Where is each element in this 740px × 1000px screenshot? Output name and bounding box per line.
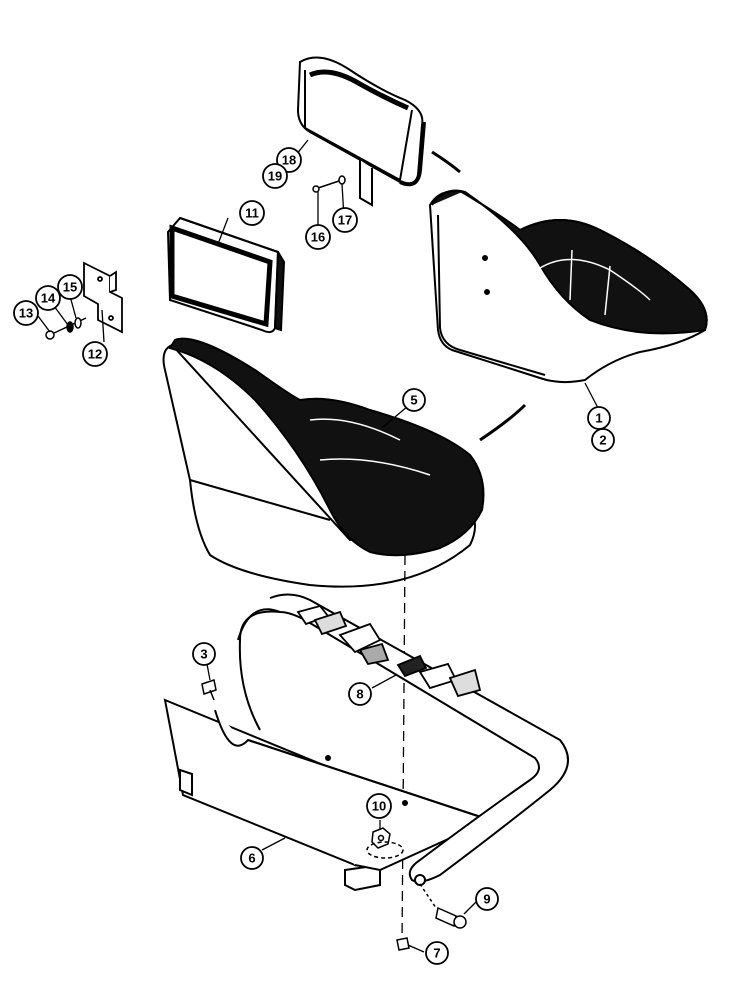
callout-16: 16 (305, 224, 331, 250)
seat-base (163, 593, 569, 892)
bracket-hardware (45, 317, 87, 340)
bolt-9 (419, 883, 467, 929)
callout-9-label: 9 (483, 892, 490, 907)
callout-14-label: 14 (41, 291, 56, 306)
rotation-arc-upper (431, 150, 461, 174)
callout-18-label: 18 (282, 153, 296, 168)
callout-10-label: 10 (372, 799, 386, 814)
callout-10: 10 (366, 793, 392, 819)
nut-10 (366, 827, 404, 859)
callout-5: 5 (402, 388, 426, 412)
alignment-line (401, 554, 406, 946)
standard-seat (162, 337, 485, 588)
deluxe-seat (428, 189, 708, 384)
callout-12: 12 (82, 341, 108, 367)
callout-5-label: 5 (410, 393, 417, 408)
headrest (296, 56, 426, 207)
callout-3-label: 3 (200, 647, 207, 662)
callout-19-label: 19 (268, 169, 282, 184)
rotation-arc-lower (479, 403, 527, 442)
callout-1-label: 1 (595, 411, 602, 426)
callout-13-label: 13 (19, 306, 33, 321)
callout-15-label: 15 (63, 280, 77, 295)
callout-1: 1 (587, 406, 611, 430)
callout-11-label: 11 (245, 206, 259, 221)
callout-8-label: 8 (356, 687, 363, 702)
headrest-screw (312, 175, 346, 193)
back-cushion (166, 216, 286, 334)
bolt-3 (201, 679, 217, 701)
callout-8: 8 (348, 682, 372, 706)
callout-19: 19 (262, 163, 288, 189)
callout-6: 6 (240, 846, 264, 870)
callout-16-label: 16 (311, 230, 325, 245)
callout-17: 17 (332, 207, 358, 233)
callout-9: 9 (475, 887, 499, 911)
callout-15: 15 (57, 274, 83, 300)
belt-buckle-left (296, 604, 390, 666)
callout-2: 2 (591, 428, 615, 452)
callout-12-label: 12 (88, 347, 102, 362)
callout-11: 11 (239, 200, 265, 226)
callout-7-label: 7 (433, 946, 440, 961)
callout-7: 7 (425, 941, 449, 965)
belt-buckle-right (396, 654, 482, 698)
callout-14: 14 (35, 285, 61, 311)
mounting-bracket (83, 261, 123, 334)
callout-2-label: 2 (599, 433, 606, 448)
callout-13: 13 (13, 300, 39, 326)
callout-6-label: 6 (248, 851, 255, 866)
callout-17-label: 17 (338, 213, 352, 228)
callout-3: 3 (192, 642, 216, 666)
bolt-7 (396, 937, 410, 951)
